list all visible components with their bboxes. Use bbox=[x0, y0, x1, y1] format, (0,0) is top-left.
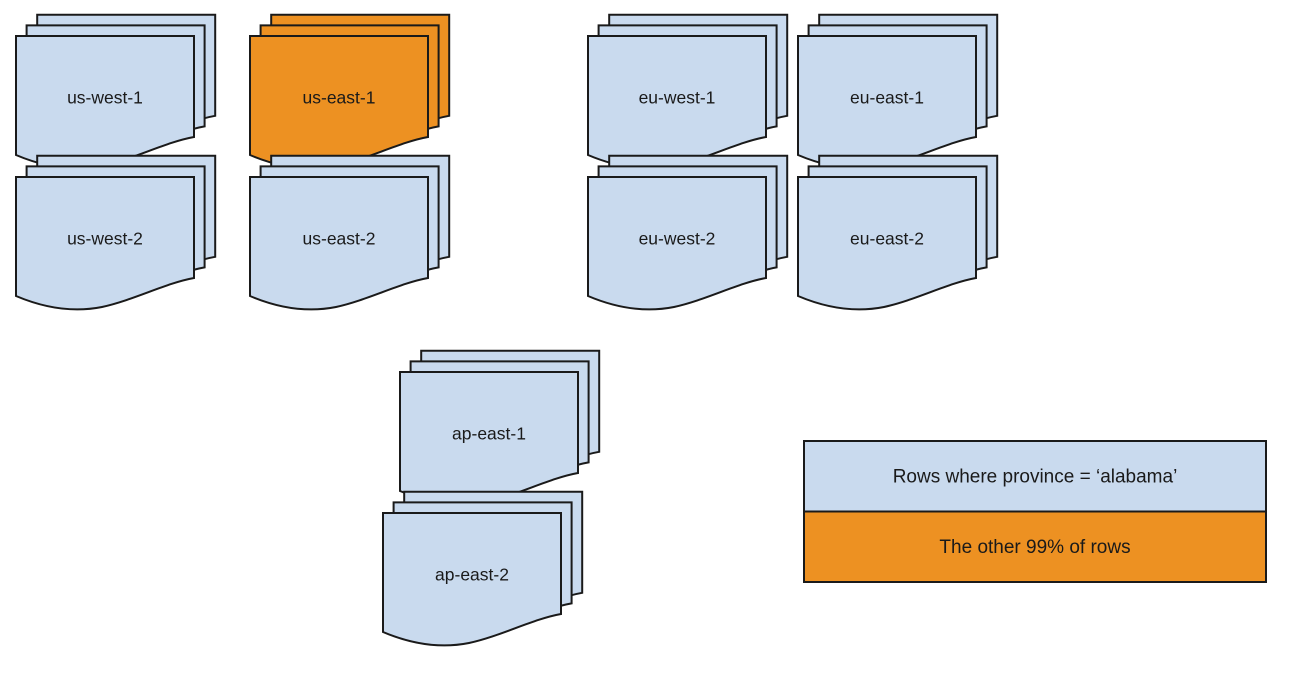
doc-stack-eu-east-2[interactable]: eu-east-2 bbox=[797, 154, 999, 311]
doc-stack-label-us-west-2: us-west-2 bbox=[67, 229, 143, 249]
doc-stack-eu-east-1[interactable]: eu-east-1 bbox=[797, 13, 999, 170]
doc-stack-us-east-2[interactable]: us-east-2 bbox=[249, 154, 451, 311]
doc-stack-label-eu-east-2: eu-east-2 bbox=[850, 229, 924, 249]
legend-row-legend-blue: Rows where province = ‘alabama’ bbox=[803, 440, 1267, 513]
doc-stack-us-west-1[interactable]: us-west-1 bbox=[15, 13, 217, 170]
doc-sheet-front-us-west-2 bbox=[15, 176, 195, 311]
doc-stack-eu-west-1[interactable]: eu-west-1 bbox=[587, 13, 789, 170]
legend-layer: Rows where province = ‘alabama’ The other… bbox=[803, 440, 1267, 583]
doc-stack-label-us-east-1: us-east-1 bbox=[303, 88, 376, 108]
doc-stack-label-eu-west-2: eu-west-2 bbox=[639, 229, 716, 249]
doc-sheet-front-us-east-2 bbox=[249, 176, 429, 311]
doc-stack-label-us-west-1: us-west-1 bbox=[67, 88, 143, 108]
legend-swatch-orange bbox=[803, 510, 1267, 583]
doc-sheet-front-eu-east-2 bbox=[797, 176, 977, 311]
doc-stack-ap-east-1[interactable]: ap-east-1 bbox=[399, 349, 601, 506]
doc-stack-label-ap-east-2: ap-east-2 bbox=[435, 565, 509, 585]
legend-label-legend-orange: The other 99% of rows bbox=[939, 537, 1130, 558]
doc-sheet-front-ap-east-2 bbox=[382, 512, 562, 647]
doc-stack-ap-east-2[interactable]: ap-east-2 bbox=[382, 490, 584, 647]
doc-stack-label-eu-west-1: eu-west-1 bbox=[639, 88, 716, 108]
legend-row-legend-orange: The other 99% of rows bbox=[803, 510, 1267, 583]
doc-stack-us-east-1[interactable]: us-east-1 bbox=[249, 13, 451, 170]
doc-stack-us-west-2[interactable]: us-west-2 bbox=[15, 154, 217, 311]
doc-stack-label-ap-east-1: ap-east-1 bbox=[452, 424, 526, 444]
doc-stack-label-us-east-2: us-east-2 bbox=[303, 229, 376, 249]
legend-swatch-blue bbox=[803, 440, 1267, 513]
doc-sheet-front-eu-west-2 bbox=[587, 176, 767, 311]
doc-stack-label-eu-east-1: eu-east-1 bbox=[850, 88, 924, 108]
stacks-layer: us-west-1 us-west-2 us-east-1 us-east-2 eu-w… bbox=[15, 13, 999, 647]
legend-label-legend-blue: Rows where province = ‘alabama’ bbox=[893, 466, 1178, 487]
doc-stack-eu-west-2[interactable]: eu-west-2 bbox=[587, 154, 789, 311]
